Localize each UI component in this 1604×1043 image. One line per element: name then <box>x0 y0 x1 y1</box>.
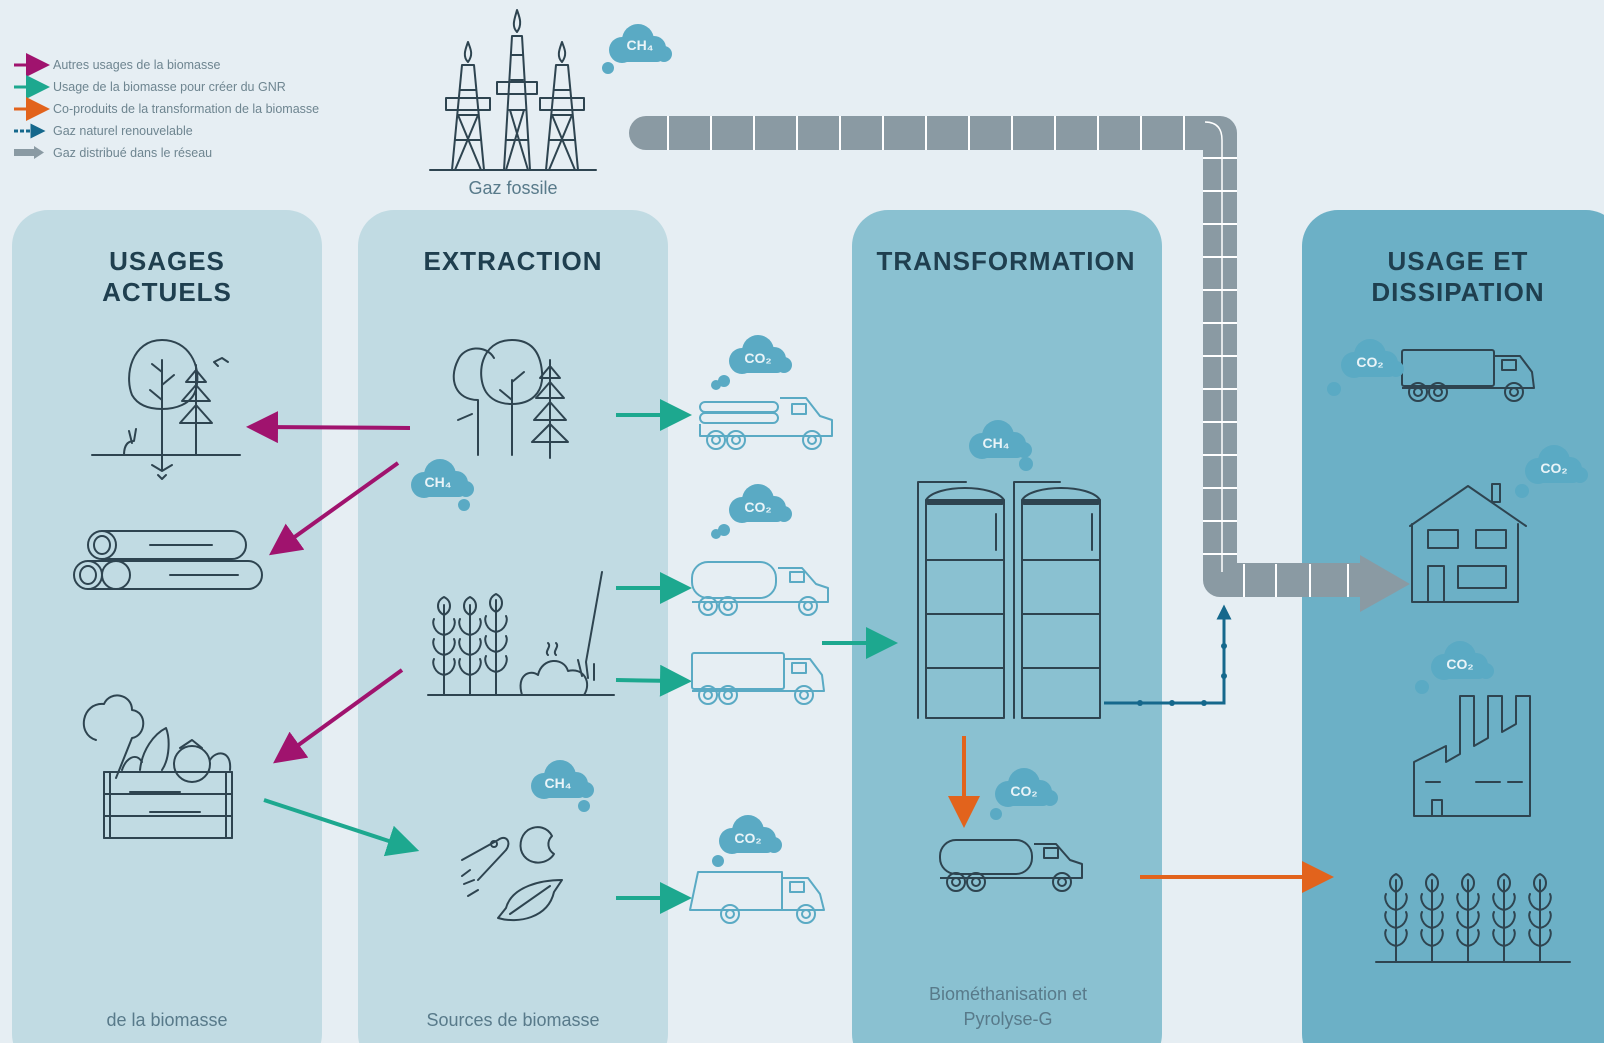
cloud-label: CO₂ <box>1010 783 1037 799</box>
arrow-manure-to-truck <box>615 664 692 697</box>
factory-icon <box>1413 695 1531 817</box>
forest-wildlife-icon <box>91 339 241 480</box>
legend-label: Autres usages de la biomasse <box>53 58 221 72</box>
legend-label: Gaz distribué dans le réseau <box>53 146 212 160</box>
co2-cloud-tanker: CO₂ <box>711 484 792 539</box>
log-truck-icon <box>699 397 833 450</box>
cloud-label: CH₄ <box>545 775 572 791</box>
arrow-forest-to-logs <box>268 461 400 556</box>
usage-dissipation-panel <box>1302 210 1604 1043</box>
co2-cloud-garbage-truck: CO₂ <box>712 815 782 867</box>
co2-cloud-digestate: CO₂ <box>990 768 1058 820</box>
legend-item-usage-gnr: Usage de la biomasse pour créer du GNR <box>14 75 286 99</box>
extraction-panel <box>358 210 668 1043</box>
pipeline-arrowhead <box>1360 555 1410 612</box>
transformation-subtitle-line1: Biométhanisation et <box>929 984 1087 1004</box>
cloud-label: CO₂ <box>744 350 771 366</box>
cargo-truck-icon <box>691 652 825 705</box>
usages-title-line1: USAGES <box>109 246 225 276</box>
agriculture-crops-icon <box>1375 873 1571 963</box>
co2-cloud-log-truck: CO₂ <box>711 335 792 390</box>
crop-stalk <box>1420 873 1444 963</box>
legend-item-gaz-distribue: Gaz distribué dans le réseau <box>14 146 212 160</box>
crop-stalk <box>1384 873 1408 963</box>
cloud-label: CH₄ <box>425 474 452 490</box>
usages-actuels-panel <box>12 210 322 1043</box>
cloud-label: CO₂ <box>744 499 771 515</box>
usage-title-line1: USAGE ET <box>1388 246 1529 276</box>
crop-stalk <box>1456 873 1480 963</box>
tanker-truck-icon <box>691 561 829 616</box>
legend-label: Gaz naturel renouvelable <box>53 124 193 138</box>
legend-label: Usage de la biomasse pour créer du GNR <box>53 80 286 94</box>
arrow-crops-to-food <box>273 668 404 764</box>
ch4-cloud-fossil: CH₄ <box>602 24 672 74</box>
cloud-label: CH₄ <box>627 37 654 53</box>
extraction-title: EXTRACTION <box>424 246 603 276</box>
ch4-cloud-digester: CH₄ <box>969 420 1033 471</box>
legend: Autres usages de la biomasse Usage de la… <box>14 53 319 160</box>
logs-icon <box>73 530 263 590</box>
cloud-label: CO₂ <box>1446 656 1473 672</box>
co2-cloud-delivery-truck: CO₂ <box>1327 339 1404 396</box>
ch4-cloud-forest: CH₄ <box>411 459 474 511</box>
arrow-food-to-waste <box>263 798 420 857</box>
transformation-title: TRANSFORMATION <box>876 246 1135 276</box>
house-icon <box>1409 483 1527 603</box>
cloud-label: CO₂ <box>734 830 761 846</box>
transformation-panel <box>852 210 1162 1043</box>
rng-line-joints <box>1137 643 1227 706</box>
cloud-label: CO₂ <box>1540 460 1567 476</box>
gas-distribution-pipeline <box>629 116 1410 612</box>
vegetable-crate-icon <box>82 694 233 839</box>
trees-icon <box>452 339 569 459</box>
co2-cloud-factory: CO₂ <box>1415 641 1494 694</box>
organic-waste-icon <box>461 826 563 922</box>
fossil-gas-label: Gaz fossile <box>468 178 557 198</box>
legend-item-autres-usages: Autres usages de la biomasse <box>14 53 221 77</box>
legend-item-gnr: Gaz naturel renouvelable <box>14 123 193 139</box>
crop-stalk <box>1528 873 1552 963</box>
biodigester-tanks-icon <box>917 481 1101 719</box>
arrow-forest-to-wildlife <box>246 411 411 444</box>
rng-output-line <box>1104 604 1232 705</box>
garbage-truck-icon <box>689 871 825 924</box>
legend-label: Co-produits de la transformation de la b… <box>53 102 319 116</box>
ch4-cloud-waste: CH₄ <box>531 760 594 812</box>
transformation-subtitle-line2: Pyrolyse-G <box>963 1009 1052 1029</box>
cloud-label: CO₂ <box>1356 354 1383 370</box>
legend-item-coproduits: Co-produits de la transformation de la b… <box>14 97 319 121</box>
usages-subtitle: de la biomasse <box>106 1010 227 1030</box>
digestate-tanker-icon <box>939 839 1083 892</box>
crops-and-manure-icon <box>427 571 615 696</box>
fossil-gas-derricks-icon <box>429 9 597 171</box>
crop-stalk <box>1492 873 1516 963</box>
extraction-subtitle: Sources de biomasse <box>426 1010 599 1030</box>
co2-cloud-house: CO₂ <box>1515 445 1588 498</box>
usage-title-line2: DISSIPATION <box>1371 277 1544 307</box>
cloud-label: CH₄ <box>983 435 1010 451</box>
usages-title-line2: ACTUELS <box>102 277 232 307</box>
